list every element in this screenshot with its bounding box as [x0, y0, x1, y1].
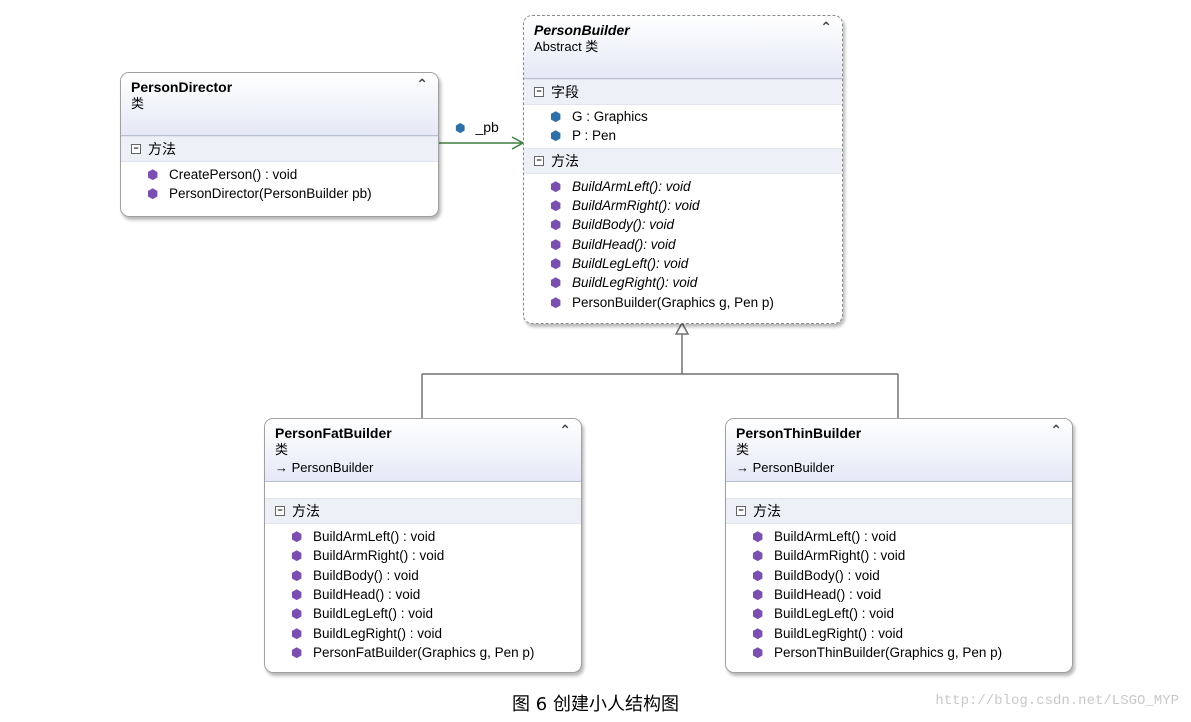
method-cube-icon: ⬢: [752, 587, 764, 603]
class-header: PersonDirector 类 ⌃: [121, 73, 438, 136]
class-name: PersonFatBuilder: [275, 425, 392, 441]
class-name: PersonBuilder: [534, 22, 630, 38]
method-row[interactable]: ⬢PersonDirector(PersonBuilder pb): [147, 186, 372, 202]
class-name: PersonThinBuilder: [736, 425, 862, 441]
method-cube-icon: ⬢: [291, 548, 303, 564]
method-cube-icon: ⬢: [550, 236, 562, 252]
method-row[interactable]: ⬢BuildHead(): void: [550, 236, 676, 252]
minus-box-icon[interactable]: −: [534, 87, 544, 97]
fields-section-header[interactable]: − 字段: [524, 79, 842, 105]
method-row[interactable]: ⬢BuildBody() : void: [291, 567, 419, 583]
method-row[interactable]: ⬢PersonThinBuilder(Graphics g, Pen p): [752, 644, 1003, 660]
methods-section-header[interactable]: − 方法: [265, 498, 581, 524]
figure-caption: 图 6 创建小人结构图: [512, 694, 679, 715]
method-row[interactable]: ⬢BuildLegRight(): void: [550, 275, 698, 291]
minus-box-icon[interactable]: −: [131, 144, 141, 154]
method-cube-icon: ⬢: [291, 587, 303, 603]
method-cube-icon: ⬢: [550, 275, 562, 291]
class-header: PersonThinBuilder 类 → PersonBuilder ⌃: [726, 419, 1072, 482]
method-row[interactable]: ⬢BuildArmRight(): void: [550, 198, 700, 214]
method-cube-icon: ⬢: [291, 529, 303, 545]
method-row[interactable]: ⬢BuildHead() : void: [291, 587, 421, 603]
method-row[interactable]: ⬢BuildLegLeft() : void: [752, 606, 895, 622]
field-cube-icon: ⬢: [455, 121, 466, 135]
method-cube-icon: ⬢: [550, 178, 562, 194]
method-cube-icon: ⬢: [752, 567, 764, 583]
inherit-arrow-icon: →: [275, 460, 288, 475]
method-row[interactable]: ⬢BuildLegRight() : void: [291, 625, 443, 641]
method-row[interactable]: ⬢BuildHead() : void: [752, 587, 882, 603]
method-cube-icon: ⬢: [291, 606, 303, 622]
method-row[interactable]: ⬢BuildBody(): void: [550, 217, 675, 233]
method-row[interactable]: ⬢BuildArmLeft() : void: [752, 529, 897, 545]
method-cube-icon: ⬢: [752, 625, 764, 641]
method-cube-icon: ⬢: [752, 606, 764, 622]
method-cube-icon: ⬢: [752, 529, 764, 545]
method-cube-icon: ⬢: [550, 217, 562, 233]
section-label: 方法: [753, 503, 781, 519]
class-stereotype: 类: [131, 96, 145, 111]
field-cube-icon: ⬢: [550, 109, 562, 125]
field-row[interactable]: ⬢G : Graphics: [550, 109, 648, 125]
class-name: PersonDirector: [131, 79, 233, 95]
double-chevron-up-icon[interactable]: ⌃: [416, 76, 428, 92]
parent-class: → PersonBuilder: [275, 460, 374, 475]
minus-box-icon[interactable]: −: [275, 506, 285, 516]
method-row[interactable]: ⬢BuildLegLeft(): void: [550, 255, 689, 271]
field-cube-icon: ⬢: [550, 128, 562, 144]
inherit-arrow-icon: →: [736, 460, 749, 475]
class-header: PersonBuilder Abstract 类 ⌃: [524, 16, 842, 79]
double-chevron-up-icon[interactable]: ⌃: [820, 19, 832, 35]
method-cube-icon: ⬢: [291, 625, 303, 641]
method-cube-icon: ⬢: [147, 167, 159, 183]
method-cube-icon: ⬢: [550, 294, 562, 310]
class-stereotype: 类: [736, 442, 750, 457]
section-label: 方法: [551, 152, 579, 169]
class-person-thin-builder[interactable]: PersonThinBuilder 类 → PersonBuilder ⌃ − …: [725, 418, 1073, 673]
double-chevron-up-icon[interactable]: ⌃: [559, 422, 571, 438]
class-person-director[interactable]: PersonDirector 类 ⌃ − 方法 ⬢CreatePerson() …: [120, 72, 439, 217]
minus-box-icon[interactable]: −: [534, 155, 544, 166]
method-row[interactable]: ⬢BuildLegLeft() : void: [291, 606, 434, 622]
method-row[interactable]: ⬢BuildBody() : void: [752, 567, 880, 583]
section-label: 方法: [292, 503, 320, 519]
method-row[interactable]: ⬢PersonBuilder(Graphics g, Pen p): [550, 294, 774, 310]
method-cube-icon: ⬢: [752, 548, 764, 564]
method-row[interactable]: ⬢BuildArmLeft() : void: [291, 529, 436, 545]
class-header: PersonFatBuilder 类 → PersonBuilder ⌃: [265, 419, 581, 482]
watermark: http://blog.csdn.net/LSGO_MYP: [935, 693, 1179, 709]
association-name: _pb: [475, 119, 499, 135]
method-cube-icon: ⬢: [147, 186, 159, 202]
class-stereotype: Abstract 类: [534, 39, 599, 54]
section-label: 方法: [148, 141, 176, 157]
field-row[interactable]: ⬢P : Pen: [550, 128, 617, 144]
method-cube-icon: ⬢: [752, 644, 764, 660]
minus-box-icon[interactable]: −: [736, 506, 746, 516]
method-row[interactable]: ⬢BuildLegRight() : void: [752, 625, 904, 641]
methods-section-header[interactable]: − 方法: [121, 136, 438, 162]
method-row[interactable]: ⬢CreatePerson() : void: [147, 167, 298, 183]
class-stereotype: 类: [275, 442, 289, 457]
methods-section-header[interactable]: − 方法: [524, 147, 842, 174]
method-cube-icon: ⬢: [291, 567, 303, 583]
association-label: ⬢ _pb: [455, 119, 499, 135]
method-cube-icon: ⬢: [550, 255, 562, 271]
method-cube-icon: ⬢: [550, 198, 562, 214]
method-cube-icon: ⬢: [291, 644, 303, 660]
inheritance-arrowhead: [674, 321, 690, 335]
method-row[interactable]: ⬢BuildArmRight() : void: [752, 548, 906, 564]
method-row[interactable]: ⬢PersonFatBuilder(Graphics g, Pen p): [291, 644, 535, 660]
section-label: 字段: [551, 84, 579, 100]
methods-section-header[interactable]: − 方法: [726, 498, 1072, 524]
class-person-fat-builder[interactable]: PersonFatBuilder 类 → PersonBuilder ⌃ − 方…: [264, 418, 582, 673]
class-person-builder[interactable]: PersonBuilder Abstract 类 ⌃ − 字段 ⬢G : Gra…: [523, 15, 843, 324]
parent-class: → PersonBuilder: [736, 460, 835, 475]
method-row[interactable]: ⬢BuildArmRight() : void: [291, 548, 445, 564]
method-row[interactable]: ⬢BuildArmLeft(): void: [550, 178, 691, 194]
double-chevron-up-icon[interactable]: ⌃: [1050, 422, 1062, 438]
